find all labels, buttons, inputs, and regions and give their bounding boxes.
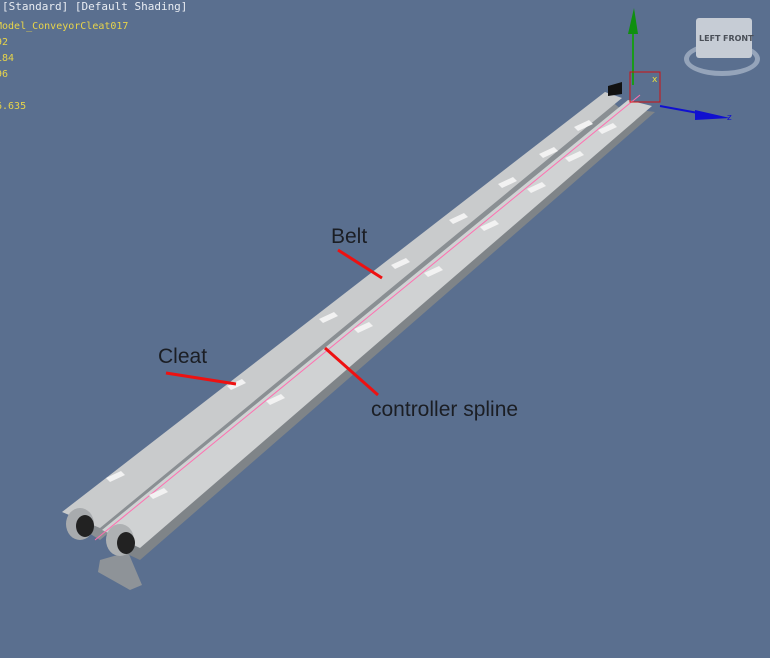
- rail-front-top: [102, 100, 652, 548]
- cleat[interactable]: [480, 220, 499, 231]
- cleat[interactable]: [574, 120, 593, 131]
- cleat[interactable]: [424, 266, 443, 277]
- annotation-lines: [165, 248, 383, 397]
- pulley-front-hub: [117, 532, 135, 554]
- belt-label: Belt: [331, 225, 368, 248]
- conveyor-stand: [98, 552, 142, 590]
- cleat[interactable]: [149, 488, 168, 499]
- cleat[interactable]: [565, 151, 584, 162]
- x-axis-label: x: [652, 75, 658, 85]
- z-axis-arrow-icon: [695, 110, 730, 120]
- viewcube-box[interactable]: LEFT FRONT: [696, 18, 754, 58]
- info-line: 6.635: [0, 101, 27, 112]
- cleat[interactable]: [391, 258, 410, 269]
- cleat[interactable]: [319, 312, 338, 323]
- viewcube-face-left[interactable]: LEFT: [699, 34, 721, 43]
- belt-pointer: [337, 248, 383, 280]
- z-axis-label: z: [727, 113, 732, 123]
- cleat-label: Cleat: [158, 345, 208, 368]
- controller-spline[interactable]: [94, 94, 641, 541]
- viewcube-face-front[interactable]: FRONT: [723, 34, 754, 43]
- spline-pointer: [324, 346, 379, 397]
- cleat-pointer: [165, 371, 237, 386]
- viewport-label[interactable]: [Standard] [Default Shading]: [2, 0, 188, 13]
- cleat[interactable]: [498, 177, 517, 188]
- info-line: 184: [0, 53, 15, 64]
- rail-back-top: [62, 92, 622, 528]
- pulley-back-hub: [76, 515, 94, 537]
- y-axis-arrow-icon: [628, 8, 638, 34]
- cleat[interactable]: [266, 394, 285, 405]
- info-object-name: Model_ConveyorCleat017: [0, 21, 129, 32]
- cleat[interactable]: [449, 213, 468, 224]
- cleat[interactable]: [598, 123, 617, 134]
- transform-gizmo[interactable]: z x: [608, 8, 732, 123]
- info-line: 96: [0, 69, 9, 80]
- spline-label: controller spline: [371, 398, 519, 421]
- conveyor-model[interactable]: [62, 92, 655, 590]
- cleat[interactable]: [527, 182, 546, 193]
- cleat[interactable]: [354, 322, 373, 333]
- cleat[interactable]: [227, 379, 246, 390]
- info-line: 92: [0, 37, 9, 48]
- camera-icon: [608, 82, 622, 96]
- cleat[interactable]: [539, 147, 558, 158]
- cleat[interactable]: [106, 471, 125, 482]
